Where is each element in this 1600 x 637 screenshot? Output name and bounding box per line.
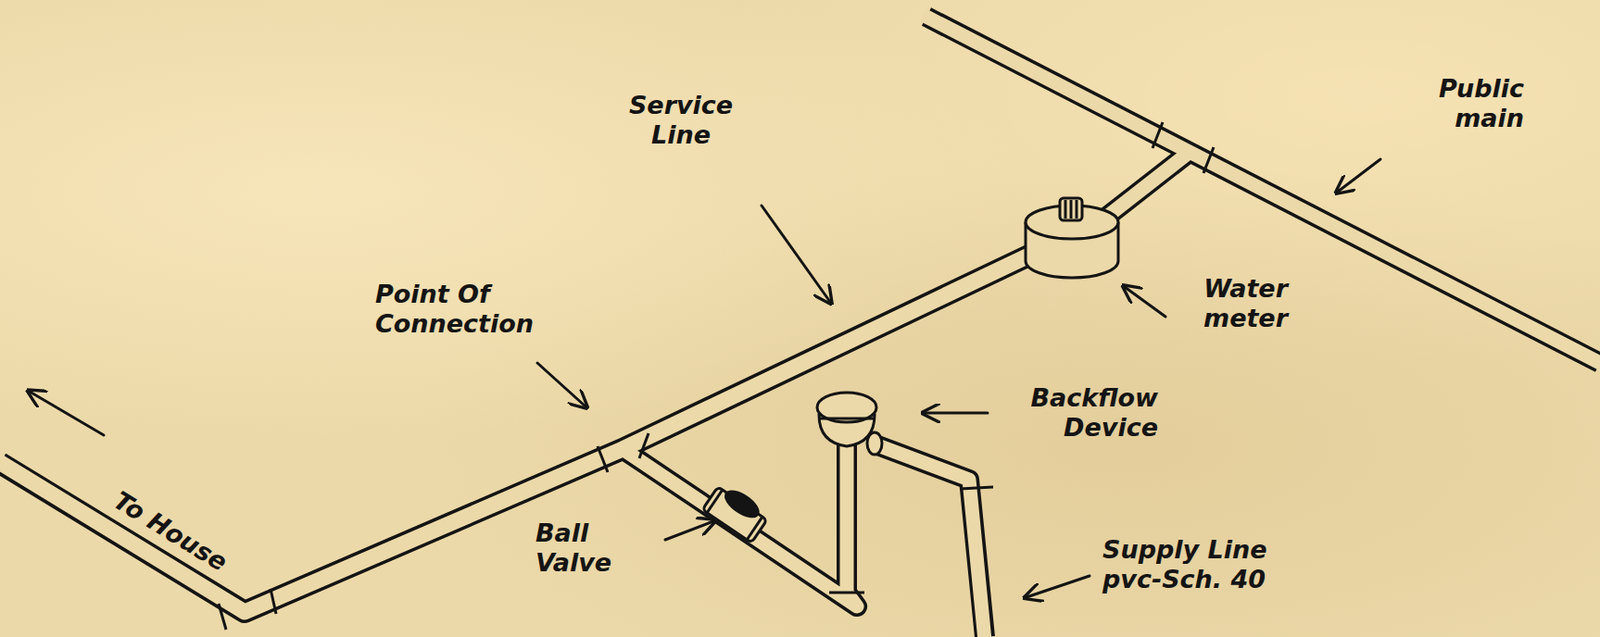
backflow-device	[817, 392, 882, 455]
connection-label: Point Of Connection	[375, 279, 547, 341]
ball-valve	[702, 480, 771, 543]
ball-valve-label: Ball Valve	[535, 518, 629, 580]
supply-line-label: Supply Line pvc-Sch. 40	[1102, 535, 1302, 596]
to-house-label: To House	[108, 485, 251, 589]
water-meter	[1025, 198, 1119, 278]
pipe-fittings	[218, 122, 1214, 630]
public-main-label: Public main	[1361, 74, 1525, 135]
leader-arrows	[29, 159, 1381, 598]
pipe-outlines	[0, 16, 1600, 637]
water-meter-label: Water meter	[1176, 274, 1288, 335]
backflow-label: Backflow Device	[1000, 383, 1159, 444]
service-line-label: Service Line	[611, 90, 751, 152]
pipe-interiors	[0, 14, 1600, 637]
